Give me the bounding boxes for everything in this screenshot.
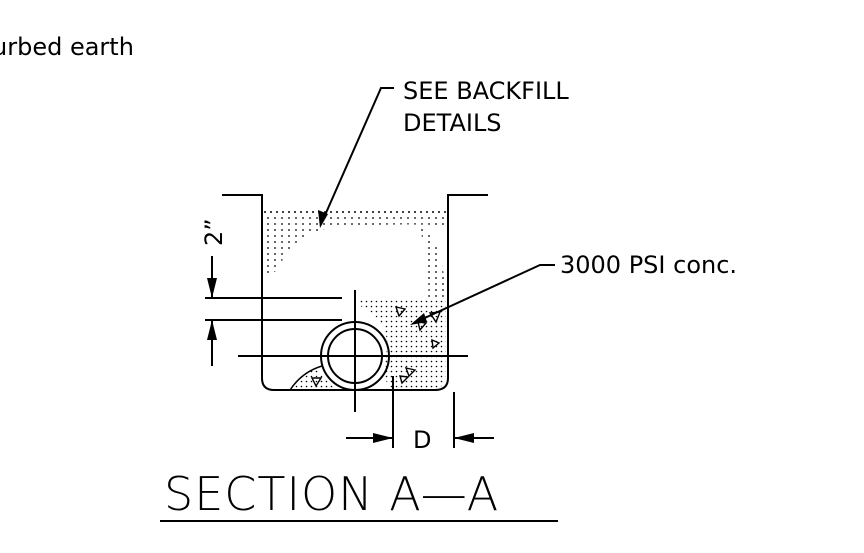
dim-d-arrow-right — [373, 433, 393, 443]
backfill-label-line2: DETAILS — [403, 109, 502, 137]
backfill-stipple-right — [418, 222, 446, 300]
aggregate-marks — [310, 306, 442, 388]
concrete-arrowhead — [410, 313, 427, 325]
backfill-stipple-top — [264, 214, 446, 278]
dim-d-arrow-left — [454, 433, 474, 443]
concrete-left-edge — [289, 365, 323, 391]
disturbed-earth-label: urbed earth — [0, 33, 134, 61]
backfill-label-line1: SEE BACKFILL — [403, 77, 569, 105]
dim-arrow-up — [207, 320, 217, 340]
section-title: SECTION A—A — [164, 467, 499, 521]
backfill-leader-line — [321, 87, 394, 223]
dim-arrow-down — [207, 278, 217, 298]
concrete-label: 3000 PSI conc. — [560, 251, 737, 279]
dim-horizontal-label: D — [413, 426, 431, 454]
concrete-leader-line — [415, 264, 555, 323]
dim-vertical-label: 2” — [200, 218, 228, 246]
